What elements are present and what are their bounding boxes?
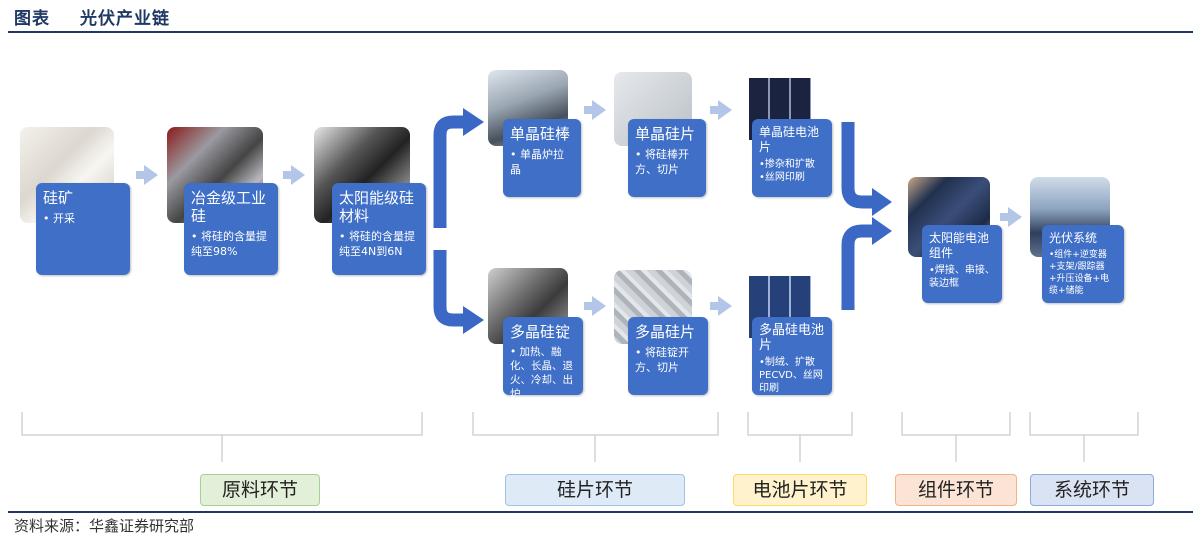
arrow-wafer-to-cell-mono <box>710 100 732 120</box>
bracket-raw <box>21 412 423 462</box>
bracket-module <box>901 412 1011 462</box>
split-arrow-up-head <box>463 108 484 136</box>
node-multi-wafer-title: 多晶硅片 <box>635 323 696 341</box>
node-metal-silicon: 冶金级工业硅 • 将硅的含量提纯至98% <box>184 183 278 275</box>
arrow-wafer-to-cell-multi <box>710 296 732 316</box>
arrow-ingot-to-wafer <box>584 296 606 316</box>
split-arrow-down-head <box>463 306 484 334</box>
bracket-cell <box>747 412 853 462</box>
arrow-module-to-system <box>1000 207 1022 227</box>
node-mono-cell-desc: •掺杂和扩散 •丝网印刷 <box>759 159 815 183</box>
node-solar-silicon: 太阳能级硅材料 • 将硅的含量提纯至4N到6N <box>332 183 426 275</box>
node-module: 太阳能电池组件 •焊接、串接、装边框 <box>922 225 1002 303</box>
node-system-title: 光伏系统 <box>1049 231 1098 245</box>
node-system-desc: •组件+逆变器+支架/跟踪器+升压设备+电缆+储能 <box>1049 250 1110 296</box>
top-rule <box>8 31 1193 33</box>
node-module-title: 太阳能电池组件 <box>929 231 990 260</box>
bottom-rule <box>8 511 1193 513</box>
stage-raw: 原料环节 <box>200 474 320 506</box>
arrow-metal-to-solar <box>283 165 305 185</box>
node-multi-cell-desc: •制绒、扩散PECVD、丝网印刷 <box>759 357 823 394</box>
merge-arrow-top <box>841 122 874 209</box>
node-multi-wafer-desc: • 将硅锭开方、切片 <box>635 346 689 374</box>
node-mono-rod-title: 单晶硅棒 <box>510 125 571 143</box>
node-system: 光伏系统 •组件+逆变器+支架/跟踪器+升压设备+电缆+储能 <box>1042 225 1124 303</box>
node-mono-wafer: 单晶硅片 • 将硅棒开方、切片 <box>628 119 706 197</box>
split-arrow-down <box>433 250 466 327</box>
node-metal-silicon-desc: • 将硅的含量提纯至98% <box>191 230 267 258</box>
node-mono-rod-desc: • 单晶炉拉晶 <box>510 148 564 176</box>
merge-arrow-bottom-head <box>872 217 892 245</box>
node-mono-wafer-desc: • 将硅棒开方、切片 <box>635 148 689 176</box>
arrow-silica-to-metal <box>136 165 158 185</box>
node-silica-title: 硅矿 <box>43 189 74 207</box>
node-mono-wafer-title: 单晶硅片 <box>635 125 696 143</box>
split-arrow-up <box>433 115 466 228</box>
node-multi-ingot-desc: • 加热、融化、长晶、退火、冷却、出炉 <box>510 346 573 400</box>
node-multi-wafer: 多晶硅片 • 将硅锭开方、切片 <box>628 317 708 395</box>
stage-system: 系统环节 <box>1030 474 1154 506</box>
bracket-system <box>1029 412 1139 462</box>
node-solar-silicon-title: 太阳能级硅材料 <box>339 189 415 225</box>
node-solar-silicon-desc: • 将硅的含量提纯至4N到6N <box>339 230 415 258</box>
arrow-rod-to-wafer <box>584 100 606 120</box>
node-silica-desc: • 开采 <box>43 212 75 225</box>
node-mono-cell-title: 单晶硅电池片 <box>759 125 820 154</box>
node-multi-ingot: 多晶硅锭 • 加热、融化、长晶、退火、冷却、出炉 <box>503 317 583 400</box>
bracket-wafer <box>472 412 719 462</box>
figure-label: 图表 <box>14 9 50 29</box>
node-mono-rod: 单晶硅棒 • 单晶炉拉晶 <box>503 119 581 197</box>
node-silica: 硅矿 • 开采 <box>36 183 130 275</box>
merge-arrow-top-head <box>872 188 892 216</box>
node-module-desc: •焊接、串接、装边框 <box>929 265 995 289</box>
node-metal-silicon-title: 冶金级工业硅 <box>191 189 267 225</box>
stage-wafer: 硅片环节 <box>505 474 685 506</box>
node-multi-cell-title: 多晶硅电池片 <box>759 323 825 353</box>
stage-module: 组件环节 <box>895 474 1017 506</box>
figure-title: 图表 光伏产业链 <box>14 4 170 29</box>
figure-heading: 光伏产业链 <box>80 9 170 29</box>
source-note: 资料来源：华鑫证券研究部 <box>14 517 195 535</box>
node-mono-cell: 单晶硅电池片 •掺杂和扩散 •丝网印刷 <box>752 119 832 197</box>
merge-arrow-bottom <box>841 224 874 310</box>
stage-cell: 电池片环节 <box>733 474 867 506</box>
node-multi-ingot-title: 多晶硅锭 <box>510 323 571 341</box>
node-multi-cell: 多晶硅电池片 •制绒、扩散PECVD、丝网印刷 <box>752 317 832 395</box>
